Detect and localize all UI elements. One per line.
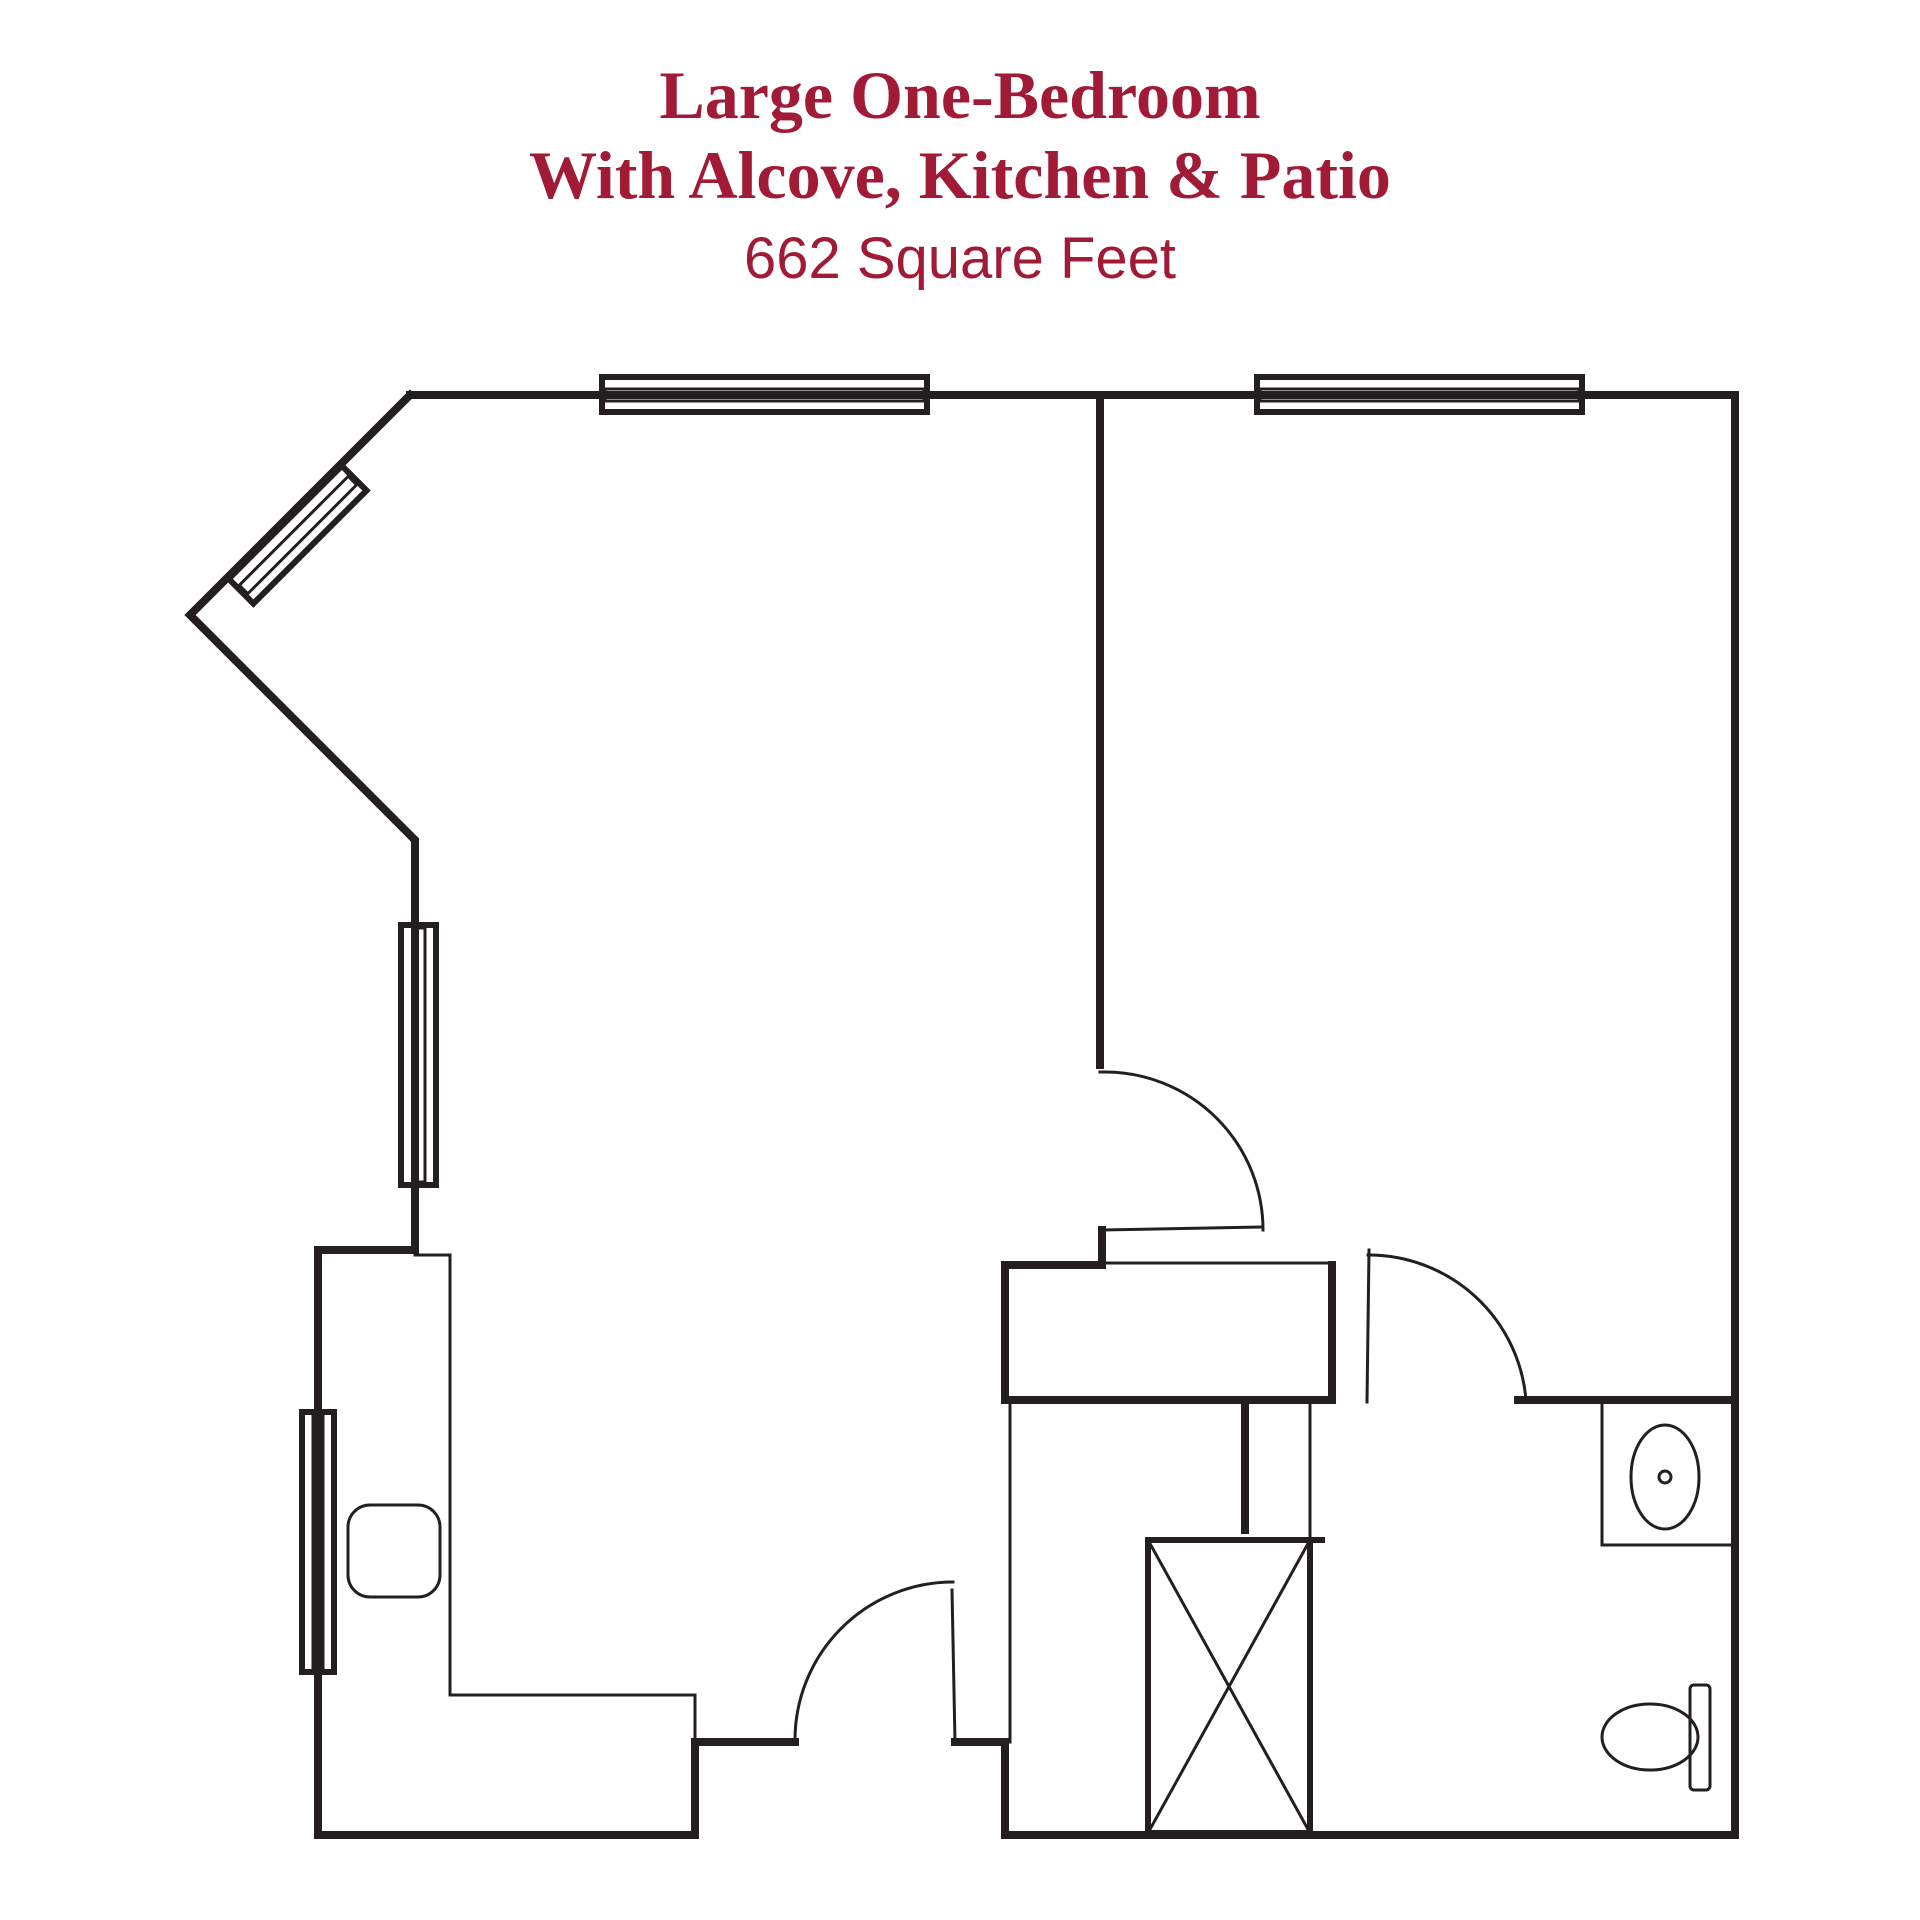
kitchen-sink xyxy=(346,1503,442,1599)
bedroom-door-swing xyxy=(1098,1070,1265,1232)
toilet-tank xyxy=(1688,1683,1712,1792)
window-kitchen-inner xyxy=(311,1413,325,1671)
bath-entry-wall xyxy=(1365,1248,1371,1404)
exterior-walls xyxy=(184,389,1739,1839)
window-top-right xyxy=(1254,374,1585,415)
title-block: Large One-Bedroom With Alcove, Kitchen &… xyxy=(0,55,1920,299)
window-kitchen xyxy=(299,1409,337,1675)
window-angled xyxy=(224,461,371,608)
closet-box xyxy=(1145,1537,1325,1836)
closet-wall xyxy=(1001,1226,1336,1404)
square-footage: 662 Square Feet xyxy=(743,226,1177,291)
left-lower-wall xyxy=(314,1246,799,1839)
bottom-right-wall xyxy=(951,1738,1739,1839)
interior-lines xyxy=(413,1225,1737,1837)
bath-sink xyxy=(1629,1423,1701,1531)
plan-title: Large One-Bedroom xyxy=(659,57,1261,133)
door-return-line xyxy=(1100,1225,1262,1232)
kitchen-counter xyxy=(413,1253,697,1744)
fixtures xyxy=(346,1423,1712,1792)
toilet-bowl xyxy=(1600,1702,1700,1772)
window-top-right-inner xyxy=(1258,387,1581,403)
plan-subtitle: With Alcove, Kitchen & Patio xyxy=(529,137,1391,213)
door-swings xyxy=(793,1070,1528,1744)
entry-door-swing xyxy=(793,1580,955,1744)
closet-rect xyxy=(1145,1537,1313,1836)
entry-jamb xyxy=(950,1588,957,1744)
bath-door-swing xyxy=(1366,1253,1528,1402)
window-left xyxy=(398,922,439,1188)
bath-sink-drain xyxy=(1657,1469,1673,1485)
window-top-left xyxy=(599,374,930,415)
window-top-left-inner xyxy=(603,387,926,403)
windows xyxy=(224,374,1585,1675)
window-left-inner xyxy=(411,926,427,1184)
vanity-outline xyxy=(1600,1403,1737,1547)
closet-x-2 xyxy=(1145,1537,1313,1836)
